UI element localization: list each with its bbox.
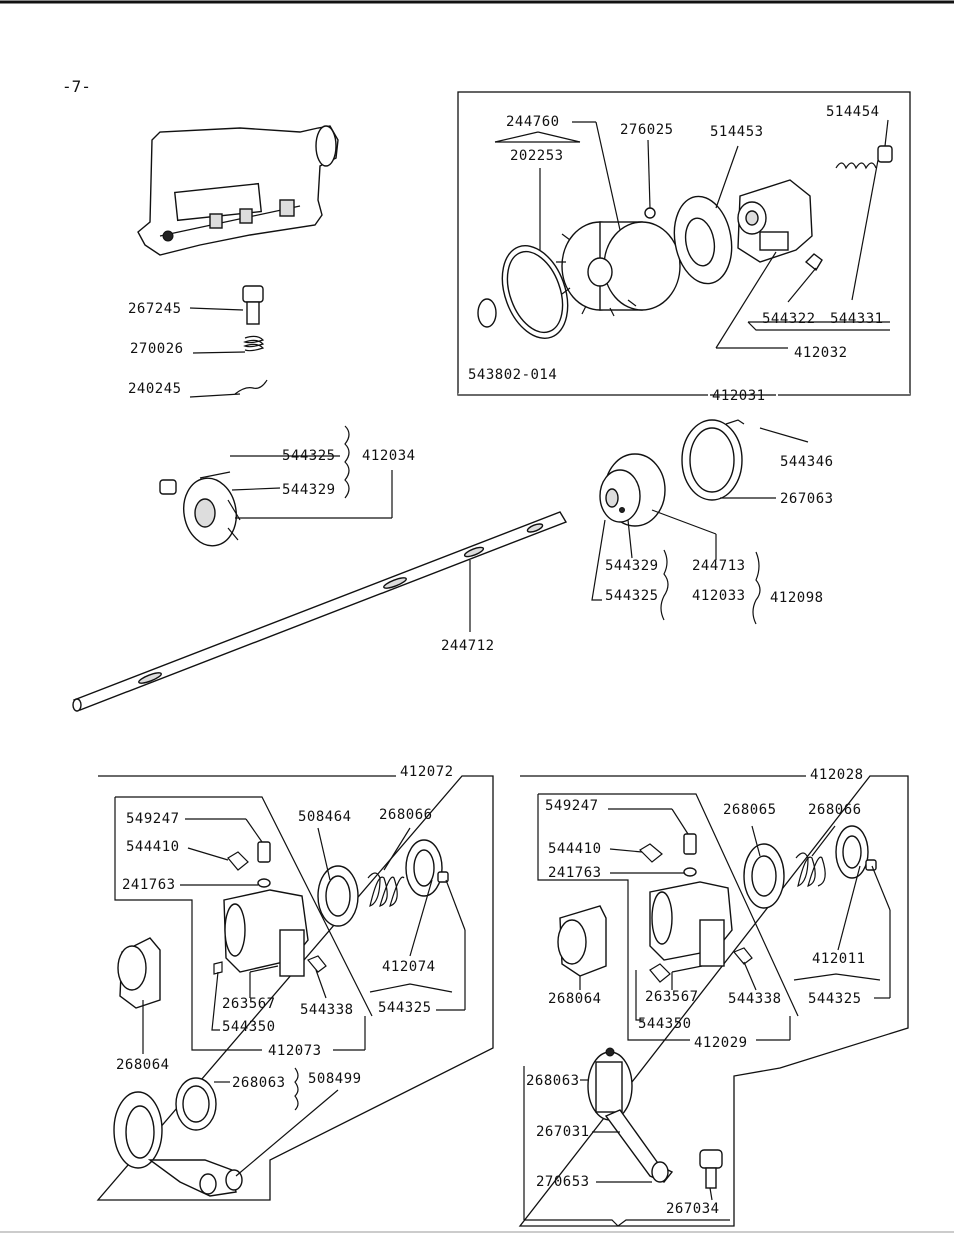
label-508464: 508464: [298, 809, 352, 825]
label-544410: 544410: [126, 839, 180, 855]
label-412074: 412074: [382, 959, 436, 975]
screw-544346-icon: [725, 419, 745, 425]
label-276025: 276025: [620, 122, 674, 138]
connecting-rod-508499-icon: [113, 1091, 243, 1197]
label-514453: 514453: [710, 124, 764, 140]
label-412073: 412073: [268, 1043, 322, 1059]
label-544338: 544338: [300, 1002, 354, 1018]
label-240245: 240245: [128, 381, 182, 397]
label-544346: 544346: [780, 454, 834, 470]
label-544325-b: 544325: [605, 588, 659, 604]
screw-544338-icon: [307, 955, 327, 973]
wire-240245-icon: [234, 379, 268, 395]
label-268064-b: 268064: [548, 991, 602, 1007]
screw-263567-icon: [213, 961, 223, 975]
label-412031: 412031: [712, 388, 766, 404]
label-244713: 244713: [692, 558, 746, 574]
label-244712: 244712: [441, 638, 495, 654]
pin-276025-icon: [644, 207, 656, 219]
screw-shank: [246, 301, 260, 325]
pin-241763-icon: [257, 878, 271, 888]
label-544322: 544322: [762, 311, 816, 327]
label-270653: 270653: [536, 1174, 590, 1190]
screw-263567-b-icon: [649, 963, 671, 983]
label-544350: 544350: [222, 1019, 276, 1035]
label-268063: 268063: [232, 1075, 286, 1091]
label-268063-b: 268063: [526, 1073, 580, 1089]
label-202253: 202253: [510, 148, 564, 164]
label-544410-b: 544410: [548, 841, 602, 857]
label-412032: 412032: [794, 345, 848, 361]
spring-514454-icon: [835, 162, 877, 170]
label-268066: 268066: [379, 807, 433, 823]
pin-267034-icon: [699, 1149, 723, 1169]
bottom-right-assembly-frame: [518, 775, 909, 1227]
label-263567: 263567: [222, 996, 276, 1012]
bottom-right-parts: [557, 825, 877, 1189]
block-412032-icon: [737, 179, 813, 263]
label-241763-b: 241763: [548, 865, 602, 881]
label-412034: 412034: [362, 448, 416, 464]
label-268065: 268065: [723, 802, 777, 818]
label-544329: 544329: [282, 482, 336, 498]
top-assembly-parts: [477, 145, 893, 339]
label-544325: 544325: [282, 448, 336, 464]
label-544325: 544325: [378, 1000, 432, 1016]
label-549247: 549247: [126, 811, 180, 827]
label-412098: 412098: [770, 590, 824, 606]
label-267031: 267031: [536, 1124, 590, 1140]
label-412033: 412033: [692, 588, 746, 604]
label-241763: 241763: [122, 877, 176, 893]
label-544338-b: 544338: [728, 991, 782, 1007]
label-244760: 244760: [506, 114, 560, 130]
machine-overview-illustration: [137, 125, 339, 256]
connecting-rod-267031-icon: [587, 1047, 674, 1183]
bottom-left-parts: [113, 839, 449, 1197]
label-412028: 412028: [810, 767, 864, 783]
label-412011: 412011: [812, 951, 866, 967]
label-544325-b: 544325: [808, 991, 862, 1007]
label-549247-b: 549247: [545, 798, 599, 814]
bottom-left-assembly-frame: [96, 775, 494, 1201]
screw-544410-b-icon: [639, 843, 663, 863]
label-514454: 514454: [826, 104, 880, 120]
label-270026: 270026: [130, 341, 184, 357]
label-263567-b: 263567: [645, 989, 699, 1005]
label-544350-b: 544350: [638, 1016, 692, 1032]
screw-544331-icon: [877, 145, 893, 163]
screw-544325-icon: [159, 479, 177, 495]
label-544329-b: 544329: [605, 558, 659, 574]
label-267034: 267034: [666, 1201, 720, 1217]
screw-549247-icon: [257, 841, 271, 863]
shaft-assembly: [72, 419, 745, 712]
screw-267245-icon: [242, 285, 264, 303]
label-267245: 267245: [128, 301, 182, 317]
clip-543802-icon: [477, 298, 497, 328]
pin-241763-b-icon: [683, 867, 697, 877]
spring-268066-icon: [367, 872, 405, 907]
label-412029: 412029: [694, 1035, 748, 1051]
label-412072: 412072: [400, 764, 454, 780]
label-267063: 267063: [780, 491, 834, 507]
label-268064: 268064: [116, 1057, 170, 1073]
label-268066-b: 268066: [808, 802, 862, 818]
screw-544338-b-icon: [733, 947, 753, 965]
screw-spring-group: [234, 285, 268, 395]
spring-270026-icon: [243, 335, 265, 352]
gear-244760-icon: [556, 221, 681, 317]
label-543802-014: 543802-014: [468, 367, 557, 383]
label-508499: 508499: [308, 1071, 362, 1087]
screw-544322-icon: [804, 253, 823, 272]
page-number: -7-: [62, 77, 91, 96]
screw-549247-b-icon: [683, 833, 697, 855]
label-544331: 544331: [830, 311, 884, 327]
screw-544410-icon: [227, 851, 249, 871]
spring-268066-b-icon: [795, 852, 826, 887]
